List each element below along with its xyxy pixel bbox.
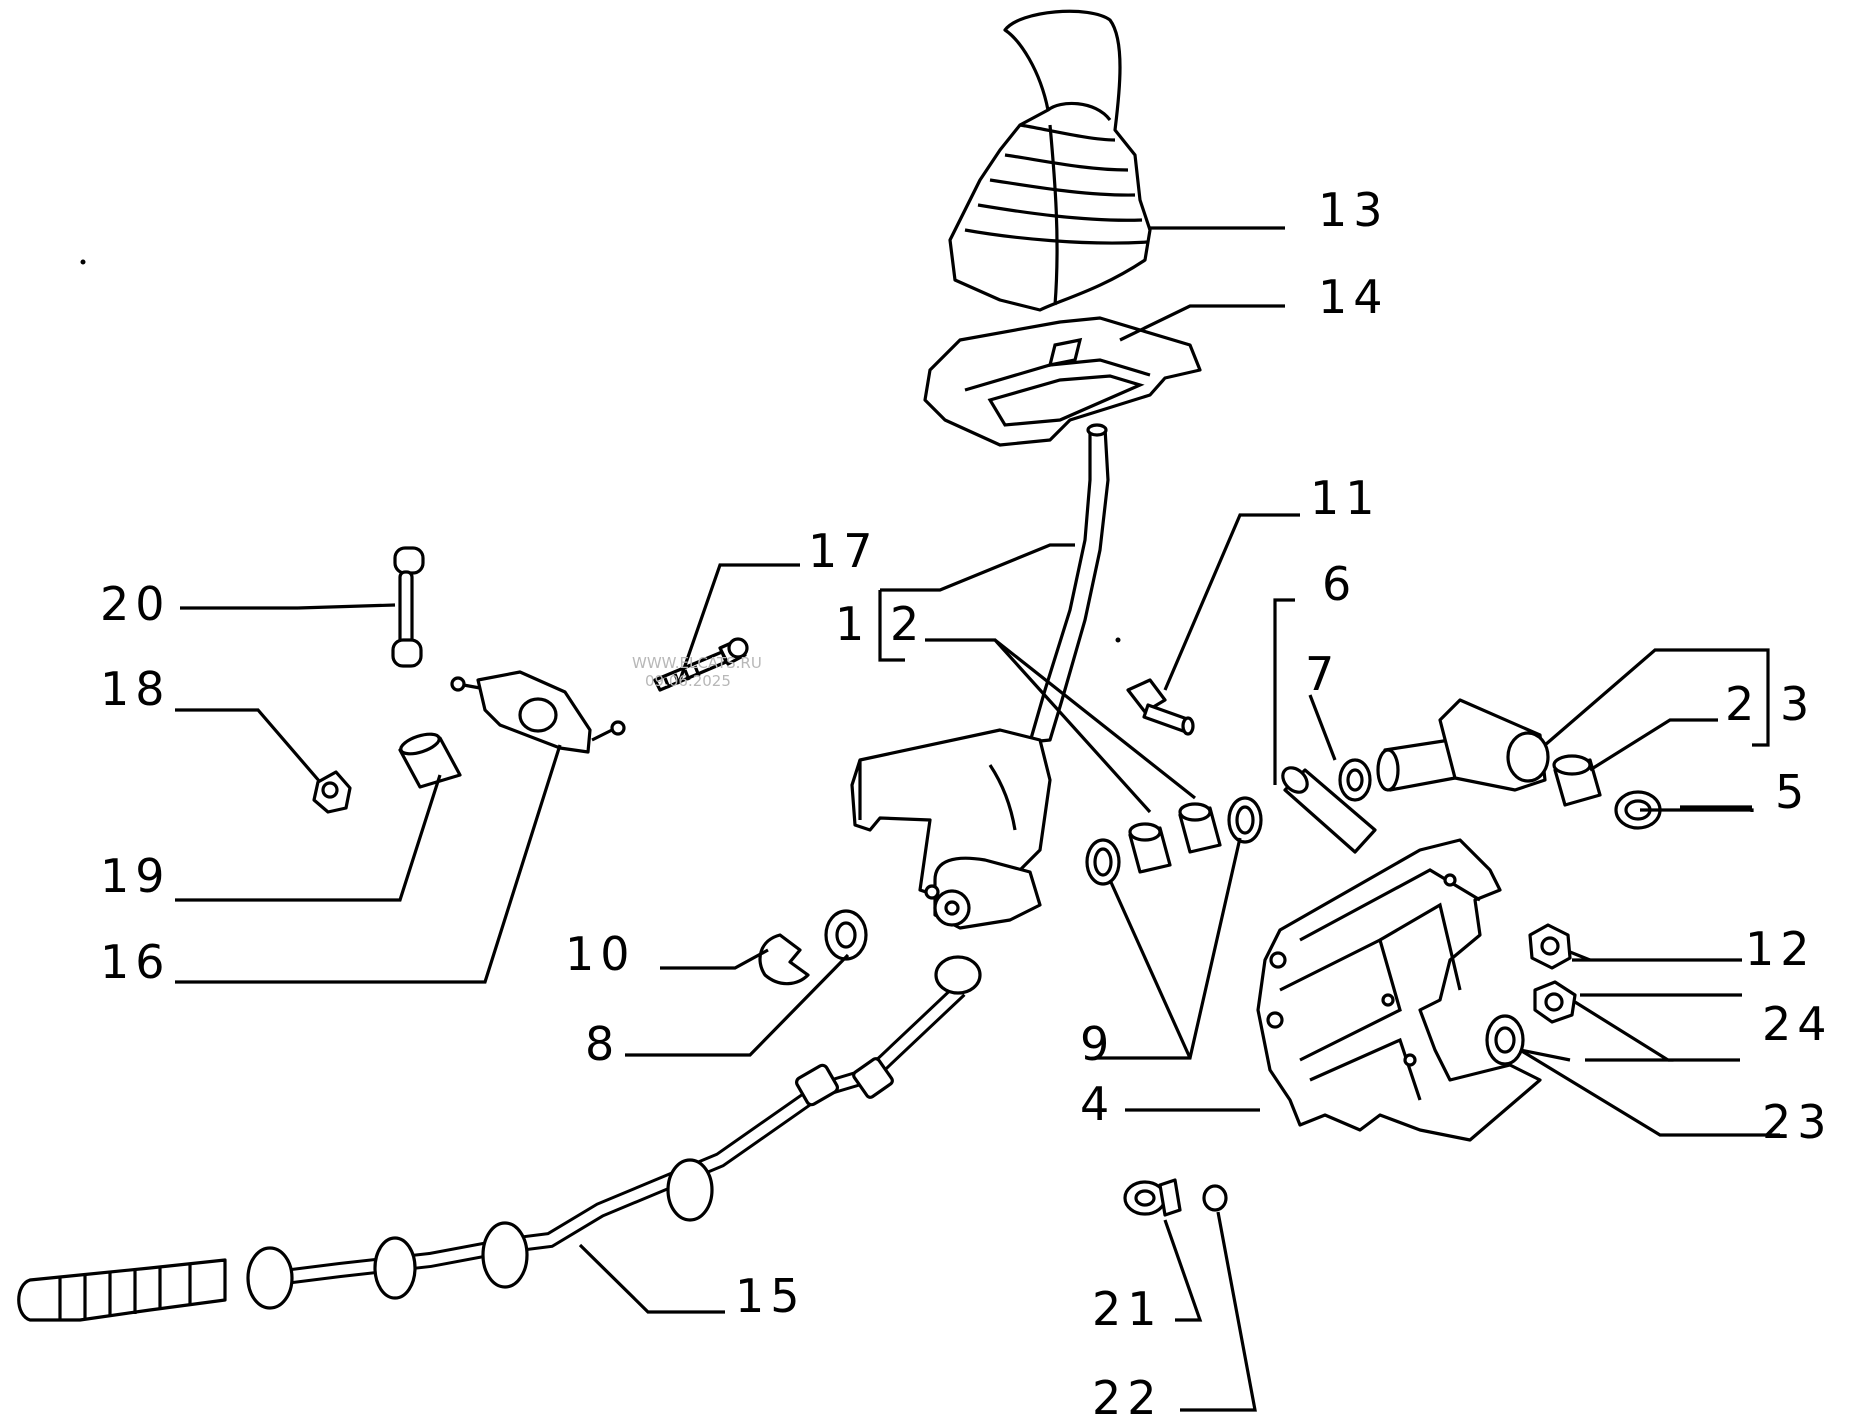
callout-16: 16 bbox=[100, 935, 171, 989]
callout-15: 15 bbox=[735, 1269, 806, 1323]
shift-cable-part-15 bbox=[17, 955, 982, 1322]
callout-20: 20 bbox=[100, 577, 171, 631]
bushing-part-22 bbox=[1202, 1184, 1228, 1212]
callout-9: 9 bbox=[1080, 1017, 1115, 1071]
clip-part-10 bbox=[758, 933, 810, 986]
callout-14: 14 bbox=[1318, 270, 1389, 324]
callout-22: 22 bbox=[1092, 1371, 1163, 1417]
bracket-part-16 bbox=[450, 670, 626, 754]
bushing-part-2 bbox=[1552, 754, 1602, 807]
callout-2-lever: 2 bbox=[890, 597, 925, 651]
callout-10: 10 bbox=[565, 927, 636, 981]
callout-1: 1 bbox=[835, 597, 870, 651]
callout-18: 18 bbox=[100, 662, 171, 716]
callout-7: 7 bbox=[1305, 647, 1340, 701]
shaft-part-3 bbox=[1376, 698, 1550, 792]
callout-24: 24 bbox=[1762, 997, 1833, 1051]
callout-19: 19 bbox=[100, 849, 171, 903]
callout-2-shaft: 2 bbox=[1725, 677, 1760, 731]
callout-4: 4 bbox=[1080, 1077, 1115, 1131]
callout-8: 8 bbox=[585, 1017, 620, 1071]
bolt-part-11 bbox=[1126, 678, 1195, 736]
bolt-part-17 bbox=[653, 637, 749, 692]
selector-bracket-part-4 bbox=[1256, 838, 1542, 1142]
watermark-line-1: WWW.ELCATS.RU bbox=[632, 654, 762, 672]
callout-17: 17 bbox=[808, 524, 879, 578]
nut-part-18 bbox=[312, 770, 352, 814]
pin-part-6 bbox=[1281, 766, 1377, 854]
leader-lines bbox=[175, 226, 1780, 1412]
link-rod-part-20 bbox=[391, 546, 425, 668]
nut-part-12 bbox=[1528, 923, 1572, 970]
washer-part-7 bbox=[1338, 758, 1372, 802]
washer-part-8 bbox=[824, 909, 868, 961]
watermark: WWW.ELCATS.RU 09.06.2025 bbox=[632, 654, 762, 690]
plug-part-21 bbox=[1123, 1178, 1182, 1217]
callout-23: 23 bbox=[1762, 1095, 1833, 1149]
nut-part-24 bbox=[1533, 980, 1577, 1024]
callout-3: 3 bbox=[1780, 677, 1815, 731]
gear-knob-boot-part-13 bbox=[948, 9, 1152, 312]
watermark-line-2: 09.06.2025 bbox=[645, 672, 731, 690]
washer-part-5 bbox=[1614, 790, 1662, 830]
bushing-part-19 bbox=[398, 732, 462, 789]
callout-12: 12 bbox=[1745, 922, 1816, 976]
gear-lever-part-1 bbox=[850, 423, 1110, 930]
callout-13: 13 bbox=[1318, 183, 1389, 237]
boot-plate-part-14 bbox=[923, 316, 1202, 447]
callout-11: 11 bbox=[1310, 471, 1381, 525]
callout-labels: 13 14 11 6 7 17 1 2 20 18 19 16 10 8 9 4… bbox=[100, 183, 1833, 1417]
callout-6: 6 bbox=[1322, 557, 1357, 611]
washer-part-23 bbox=[1485, 1014, 1525, 1066]
washers-bushings-part-9 bbox=[1085, 796, 1263, 886]
callout-5: 5 bbox=[1775, 765, 1810, 819]
callout-21: 21 bbox=[1092, 1282, 1163, 1336]
